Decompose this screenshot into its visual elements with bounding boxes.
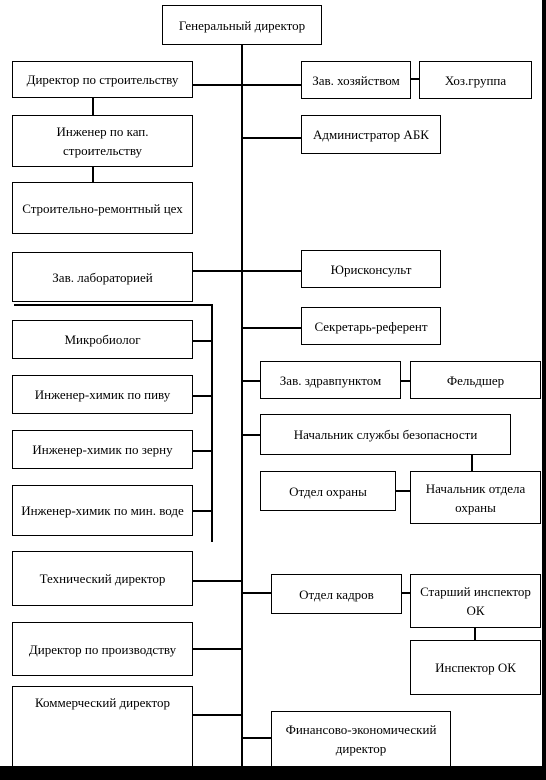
connector-lab-branch bbox=[14, 304, 212, 306]
connector-hr-inspector bbox=[474, 627, 476, 641]
connector-household-group bbox=[410, 78, 420, 80]
hr-inspector-box: Инспектор ОК bbox=[410, 640, 541, 695]
ceo-box: Генеральный директор bbox=[162, 5, 322, 45]
guard-dept-box: Отдел охраны bbox=[260, 471, 396, 511]
household-head-box: Зав. хозяйством bbox=[301, 61, 411, 99]
construction-director-box: Директор по строительству bbox=[12, 61, 193, 98]
connector-commercial bbox=[192, 714, 242, 716]
connector-finance bbox=[241, 737, 272, 739]
connector-household bbox=[241, 84, 302, 86]
senior-hr-inspector-box: Старший инспектор ОК bbox=[410, 574, 541, 628]
connector-hr-senior bbox=[401, 592, 411, 594]
paramedic-box: Фельдшер bbox=[410, 361, 541, 399]
connector-health bbox=[241, 380, 261, 382]
chemist-water-box: Инженер-химик по мин. воде bbox=[12, 485, 193, 536]
connector-security-down bbox=[471, 454, 473, 472]
connector-lab-branch-down bbox=[211, 304, 213, 542]
security-chief-box: Начальник службы безопасности bbox=[260, 414, 511, 455]
commercial-director-box: Коммерческий директор bbox=[12, 686, 193, 766]
lab-head-box: Зав. лабораторией bbox=[12, 252, 193, 302]
legal-advisor-box: Юрисконсульт bbox=[301, 250, 441, 288]
connector-microbiologist bbox=[192, 340, 212, 342]
repair-shop-box: Строительно-ремонтный цех bbox=[12, 182, 193, 234]
main-trunk-line bbox=[241, 44, 243, 766]
connector-production bbox=[192, 648, 242, 650]
secretary-box: Секретарь-референт bbox=[301, 307, 441, 345]
finance-director-box: Финансово-экономический директор bbox=[271, 711, 451, 766]
connector-chemist-beer bbox=[192, 395, 212, 397]
connector-abk bbox=[241, 137, 302, 139]
connector-guard bbox=[395, 490, 411, 492]
connector-chemist-grain bbox=[192, 450, 212, 452]
connector-construction bbox=[192, 84, 242, 86]
health-center-head-box: Зав. здравпунктом bbox=[260, 361, 401, 399]
household-group-box: Хоз.группа bbox=[419, 61, 532, 99]
connector-paramedic bbox=[400, 380, 411, 382]
connector-chemist-water bbox=[192, 510, 212, 512]
microbiologist-box: Микробиолог bbox=[12, 320, 193, 359]
chemist-grain-box: Инженер-химик по зерну bbox=[12, 430, 193, 469]
guard-dept-chief-box: Начальник отдела охраны bbox=[410, 471, 541, 524]
connector-secretary bbox=[241, 327, 302, 329]
connector-security bbox=[241, 434, 261, 436]
connector-technical bbox=[192, 580, 242, 582]
technical-director-box: Технический директор bbox=[12, 551, 193, 606]
chemist-beer-box: Инженер-химик по пиву bbox=[12, 375, 193, 414]
capital-construction-engineer-box: Инженер по кап. строительству bbox=[12, 115, 193, 167]
production-director-box: Директор по производству bbox=[12, 622, 193, 676]
connector-hr bbox=[241, 592, 272, 594]
hr-dept-box: Отдел кадров bbox=[271, 574, 402, 614]
connector-lab bbox=[192, 270, 302, 272]
abk-admin-box: Администратор АБК bbox=[301, 115, 441, 154]
